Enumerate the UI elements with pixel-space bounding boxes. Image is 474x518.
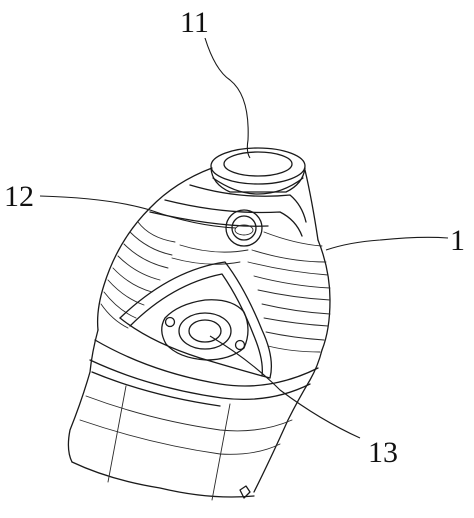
lower-housing [67, 329, 323, 501]
ribbed-body [96, 207, 331, 353]
leader-11 [204, 37, 251, 159]
label-1: 1 [450, 224, 465, 257]
shield-cover [119, 261, 273, 379]
fitting-13 [161, 299, 249, 361]
leader-lines [39, 37, 449, 439]
leader-12 [39, 195, 237, 229]
leader-1 [325, 236, 449, 251]
label-11: 11 [180, 6, 209, 39]
top-spout [210, 147, 306, 195]
label-12: 12 [4, 180, 34, 213]
label-13: 13 [368, 436, 398, 469]
leader-13 [209, 335, 361, 439]
